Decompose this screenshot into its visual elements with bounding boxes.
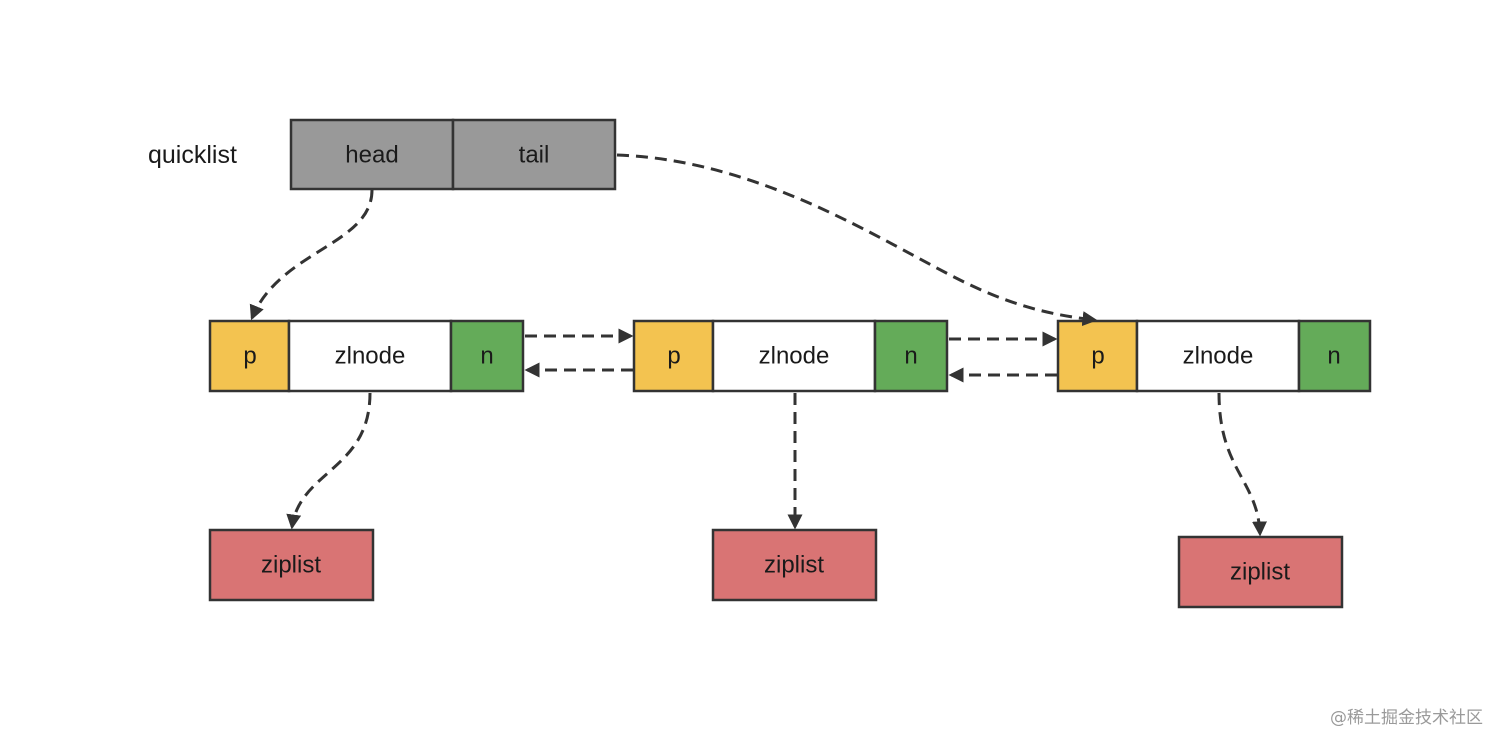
zlnode-2: p zlnode n bbox=[632, 319, 949, 393]
prev-pointer-label: p bbox=[243, 343, 256, 370]
tail-field bbox=[451, 118, 617, 191]
zlnode-label: zlnode bbox=[1183, 343, 1254, 370]
zlnode-1: p zlnode n bbox=[208, 319, 525, 393]
zlnode-3: p zlnode n bbox=[1056, 319, 1372, 393]
tail-to-last-node-arrow bbox=[616, 153, 1098, 327]
zlnode-body bbox=[711, 319, 877, 393]
quicklist-struct: head tail bbox=[289, 118, 617, 191]
prev-pointer-label: p bbox=[667, 343, 680, 370]
zlnode-body bbox=[1135, 319, 1301, 393]
ziplist-box bbox=[711, 528, 878, 602]
ziplist-box bbox=[1177, 535, 1344, 609]
ziplist-label: ziplist bbox=[261, 552, 321, 579]
next-pointer-label: n bbox=[1327, 343, 1340, 370]
next-pointer-field bbox=[1297, 319, 1372, 393]
watermark: @稀土掘金技术社区 bbox=[1330, 708, 1483, 728]
tail-label: tail bbox=[519, 142, 550, 169]
next-pointer-label: n bbox=[480, 343, 493, 370]
node3-to-ziplist-arrow bbox=[1217, 392, 1268, 537]
node1-to-ziplist-arrow bbox=[286, 392, 372, 530]
head-label: head bbox=[345, 142, 398, 169]
quicklist-label: quicklist bbox=[148, 141, 237, 169]
zlnode-label: zlnode bbox=[335, 343, 406, 370]
head-field bbox=[289, 118, 455, 191]
prev-pointer-field bbox=[208, 319, 291, 393]
next-pointer-field bbox=[873, 319, 949, 393]
next-pointer-field bbox=[449, 319, 525, 393]
ziplist-2: ziplist bbox=[711, 528, 878, 602]
prev-pointer-field bbox=[632, 319, 715, 393]
next-pointer-label: n bbox=[904, 343, 917, 370]
ziplist-box bbox=[208, 528, 375, 602]
ziplist-1: ziplist bbox=[208, 528, 375, 602]
ziplist-3: ziplist bbox=[1177, 535, 1344, 609]
ziplist-label: ziplist bbox=[1230, 559, 1290, 586]
zlnode-label: zlnode bbox=[759, 343, 830, 370]
prev-pointer-field bbox=[1056, 319, 1139, 393]
head-to-first-node-arrow bbox=[249, 189, 374, 321]
prev-pointer-label: p bbox=[1091, 343, 1104, 370]
ziplist-label: ziplist bbox=[764, 552, 824, 579]
